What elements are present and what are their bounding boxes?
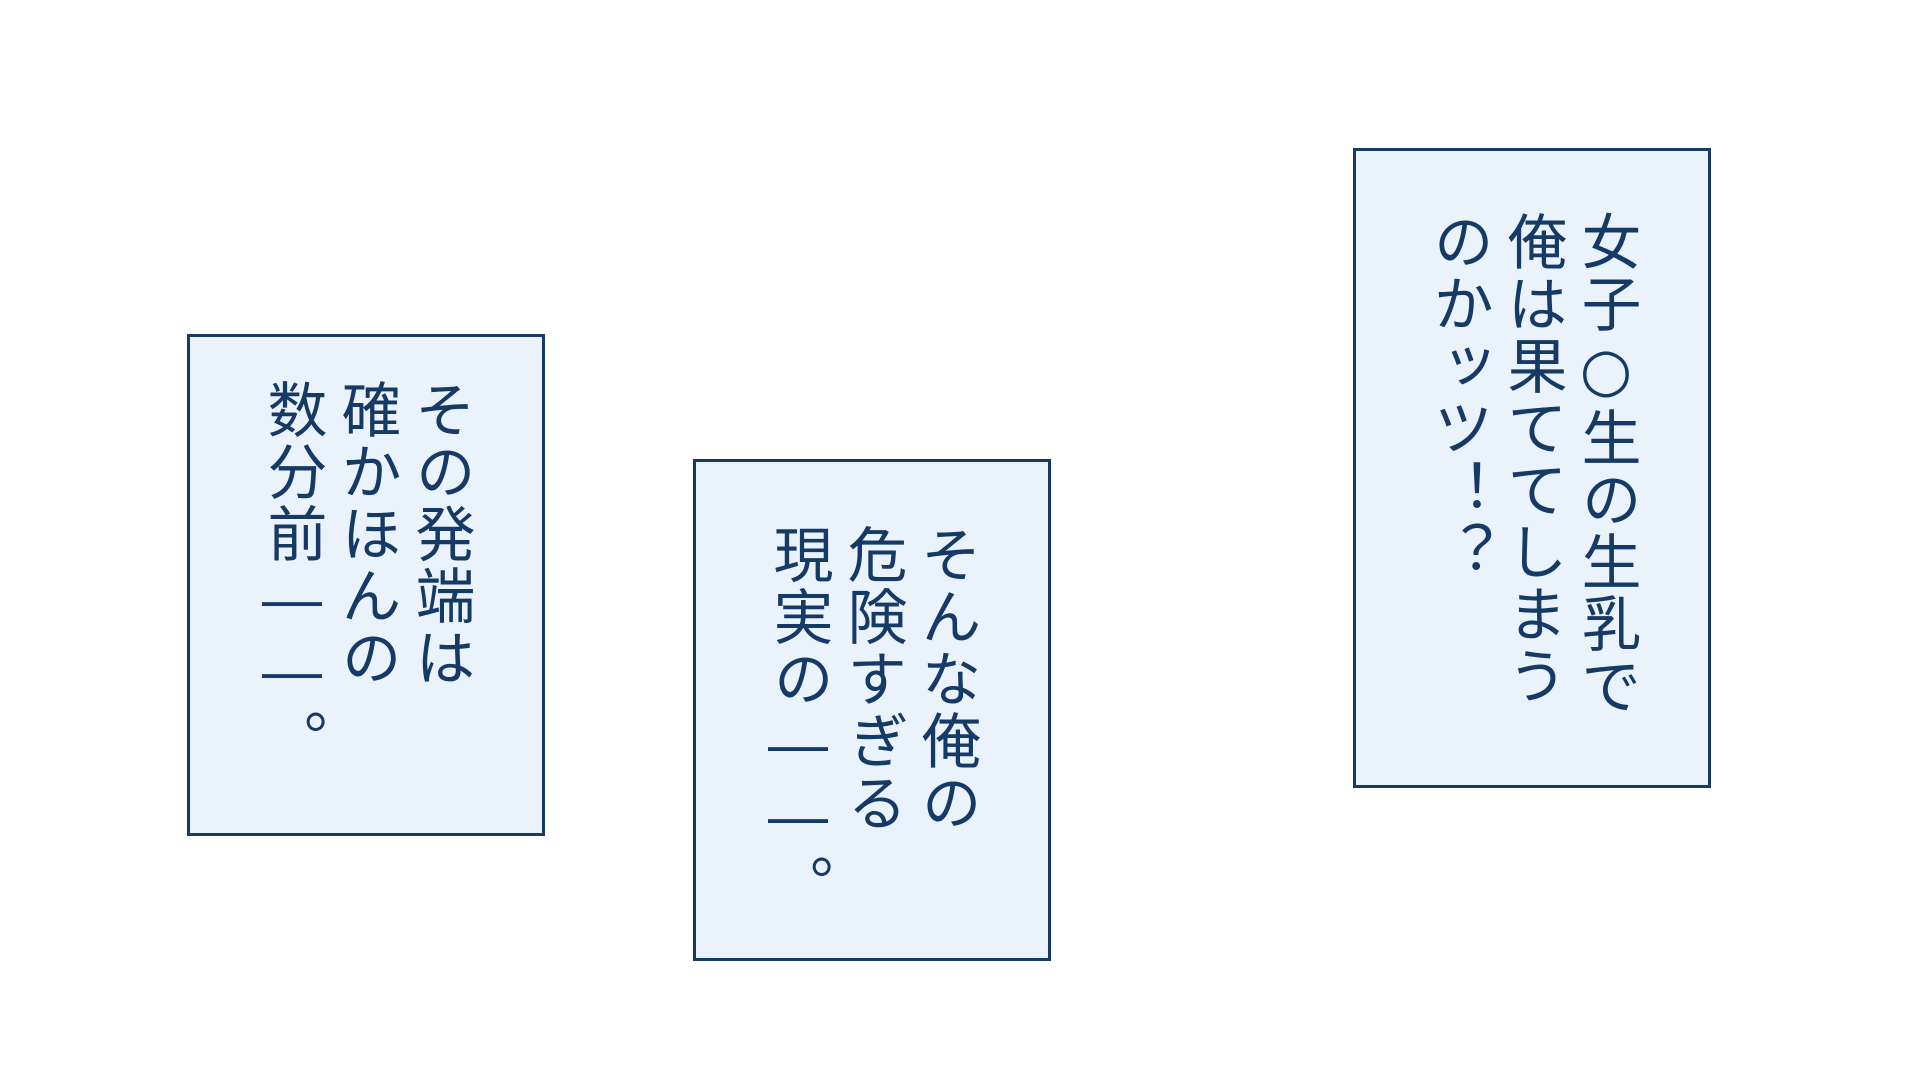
caption-box-3: 女子○生の生乳で 俺は果ててしまう のかッツ！？ <box>1353 148 1711 788</box>
caption-line: 俺は果ててしまう <box>1497 211 1567 707</box>
caption-box-2: そんな俺の 危険すぎる 現実の――。 <box>693 459 1051 961</box>
caption-line: その発端は <box>405 379 475 689</box>
caption-line: 数分前――。 <box>257 379 327 771</box>
caption-line: 女子○生の生乳で <box>1571 211 1641 717</box>
caption-line: 現実の――。 <box>763 524 833 916</box>
caption-line: 確かほんの <box>331 379 401 689</box>
caption-line: のかッツ！？ <box>1423 211 1493 583</box>
caption-line: そんな俺の <box>911 524 981 834</box>
caption-box-1: その発端は 確かほんの 数分前――。 <box>187 334 545 836</box>
caption-line: 危険すぎる <box>837 524 907 834</box>
